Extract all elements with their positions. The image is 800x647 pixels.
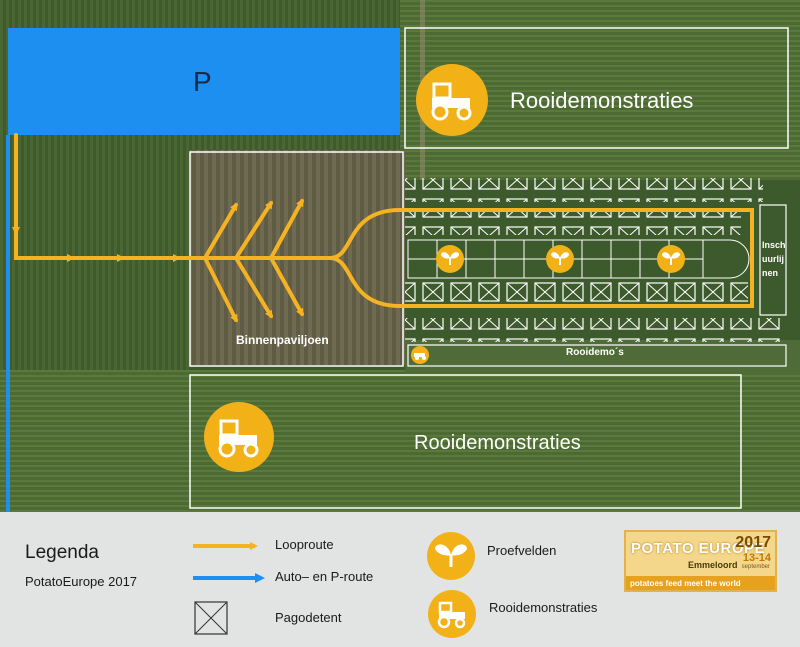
tractor-icon[interactable]	[204, 402, 274, 472]
legend-pagoda-label: Pagodetent	[275, 610, 342, 625]
potatoeurope-logo: POTATO EUROPE Emmeloord 2017 13-14 septe…	[624, 530, 777, 592]
pagoda-row-3	[405, 282, 748, 306]
logo-month: september	[741, 564, 770, 570]
logo-place: Emmeloord	[688, 560, 738, 570]
pagoda-row-1	[405, 178, 763, 202]
legend-car-route-label: Auto– en P-route	[275, 569, 374, 584]
logo-slogan: potatoes feed meet the world	[630, 579, 741, 588]
sprout-icon[interactable]	[436, 245, 464, 273]
logo-dates: 13-14	[742, 552, 771, 564]
legend-harvest-demo-label: Rooidemonstraties	[489, 600, 598, 615]
tractor-icon[interactable]	[416, 64, 488, 136]
pagoda-tent-icon	[194, 601, 228, 635]
pagoda-row-2	[405, 211, 741, 235]
rooi-area-bottom[interactable]	[189, 374, 742, 509]
logo-year: 2017	[735, 534, 771, 551]
legend-test-fields-label: Proefvelden	[487, 543, 557, 558]
pagoda-row-4	[405, 318, 785, 342]
sprout-icon[interactable]	[657, 245, 685, 273]
legend-title: Legenda	[25, 542, 99, 563]
logo-bar	[626, 576, 775, 590]
rooi-label-bottom: Rooidemonstraties	[414, 432, 581, 454]
registration-label: Insch uurlij nen	[762, 240, 786, 278]
legend-car-route-arrowhead	[255, 573, 265, 583]
tractor-icon[interactable]	[411, 346, 429, 364]
pavilion-label: Binnenpaviljoen	[236, 333, 329, 347]
field-south	[0, 370, 800, 515]
rooi-label-top: Rooidemonstraties	[510, 88, 694, 113]
sprout-icon[interactable]	[546, 245, 574, 273]
logo-name: POTATO EUROPE	[631, 540, 766, 557]
sprout-icon	[427, 532, 475, 580]
registration-outline[interactable]	[759, 204, 787, 316]
parking-label: P	[193, 66, 212, 97]
legend-subtitle: PotatoEurope 2017	[25, 574, 138, 589]
tractor-icon	[428, 590, 476, 638]
legend-walking-route-label: Looproute	[275, 537, 334, 552]
walking-route	[12, 133, 754, 323]
rooi-area-top[interactable]	[404, 27, 789, 149]
rooi-small-label: Rooidemo´s	[566, 347, 624, 358]
parking-area[interactable]	[8, 28, 400, 135]
rooi-small-outline[interactable]	[407, 344, 787, 367]
field-strip	[405, 340, 800, 375]
